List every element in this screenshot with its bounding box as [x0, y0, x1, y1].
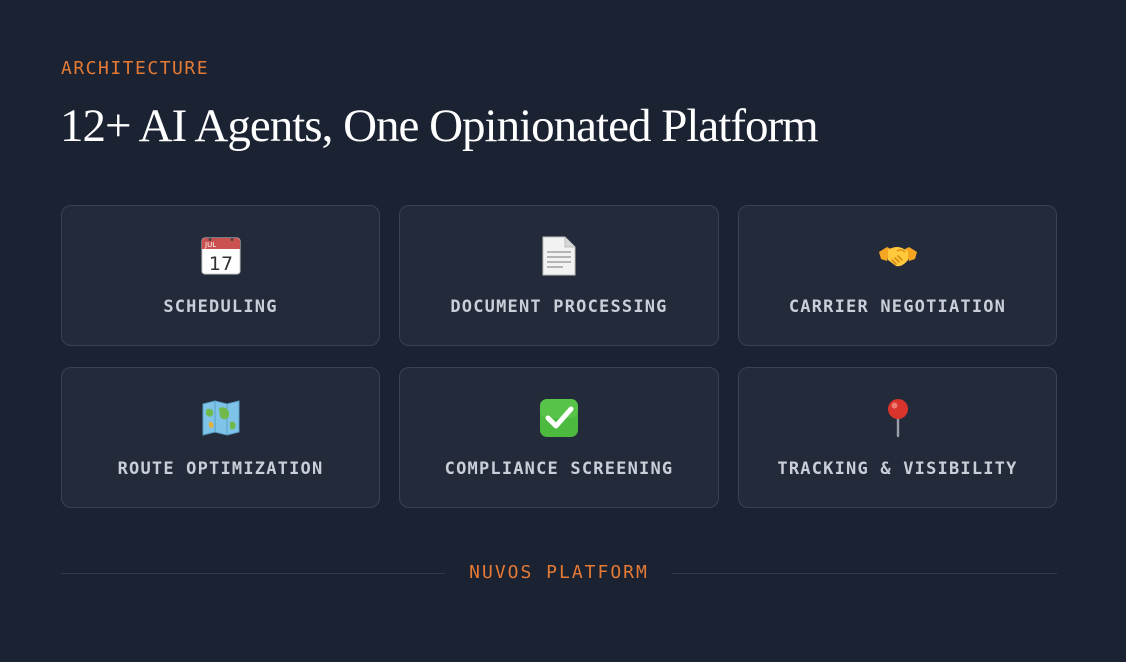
- calendar-icon: JUL 17: [62, 236, 379, 276]
- calendar-month-text: JUL: [204, 241, 216, 249]
- agent-card-document-processing: DOCUMENT PROCESSING: [399, 205, 719, 346]
- divider-right: [672, 573, 1057, 574]
- agent-label: DOCUMENT PROCESSING: [450, 297, 668, 317]
- page-title: 12+ AI Agents, One Opinionated Platform: [60, 100, 819, 152]
- map-icon: [62, 398, 379, 438]
- calendar-day-text: 17: [208, 253, 232, 275]
- agent-label: TRACKING & VISIBILITY: [777, 459, 1018, 479]
- agent-label: CARRIER NEGOTIATION: [788, 297, 1007, 317]
- platform-footer: NUVOS PLATFORM: [61, 560, 1057, 586]
- divider-left: [61, 573, 445, 574]
- document-icon: [400, 236, 718, 276]
- agent-card-carrier-negotiation: CARRIER NEGOTIATION: [738, 205, 1057, 346]
- agent-card-compliance-screening: COMPLIANCE SCREENING: [399, 367, 719, 508]
- platform-label: NUVOS PLATFORM: [469, 562, 649, 583]
- agent-label: SCHEDULING: [163, 297, 278, 317]
- agent-label: COMPLIANCE SCREENING: [444, 459, 674, 479]
- check-mark-icon: [400, 398, 718, 438]
- agent-card-scheduling: JUL 17 SCHEDULING: [61, 205, 380, 346]
- agents-grid: JUL 17 SCHEDULING DOCUMENT PROCESSING: [61, 205, 1057, 508]
- section-eyebrow: ARCHITECTURE: [61, 58, 210, 79]
- agent-card-tracking-visibility: TRACKING & VISIBILITY: [738, 367, 1057, 508]
- agent-card-route-optimization: ROUTE OPTIMIZATION: [61, 367, 380, 508]
- agent-label: ROUTE OPTIMIZATION: [117, 459, 324, 479]
- pushpin-icon: [739, 398, 1056, 438]
- handshake-icon: [739, 236, 1056, 276]
